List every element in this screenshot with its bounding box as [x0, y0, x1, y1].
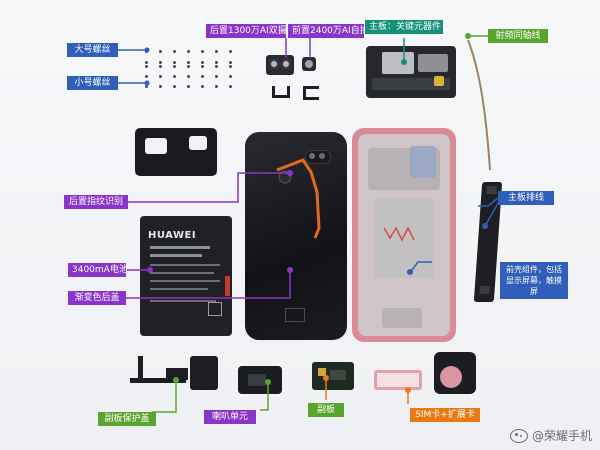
label-frame-module: 前壳组件，包括显示屏幕，触摸屏: [500, 262, 568, 299]
sub-board-cover-small: [190, 356, 218, 390]
label-sub-board: 副板: [308, 403, 344, 417]
vibration-motor-part: [434, 352, 476, 394]
watermark: @荣耀手机: [509, 427, 592, 444]
front-frame-assembly: [352, 128, 456, 342]
main-board: [366, 46, 456, 98]
shield-plate: [135, 128, 217, 176]
label-rear-camera: 后置1300万AI双摄: [206, 24, 287, 38]
big-screws-group: [145, 48, 235, 68]
label-mainboard: 主板：关键元器件: [365, 20, 443, 34]
label-sim-tray: SIM卡+扩展卡: [410, 408, 480, 422]
gradient-back-cover: [245, 132, 347, 340]
label-fingerprint: 后置指纹识别: [64, 195, 128, 209]
label-front-camera: 前置2400万AI自拍: [288, 24, 369, 38]
label-mainboard-flex: 主板排线: [498, 191, 554, 205]
label-battery: 3400mA电池: [68, 263, 128, 277]
front-camera-module: [302, 57, 316, 71]
label-antenna: 射频同轴线: [488, 29, 548, 43]
sim-tray-part: [374, 370, 422, 390]
label-speaker: 喇叭单元: [204, 410, 256, 424]
rear-camera-module: [266, 55, 294, 75]
weibo-icon: [509, 428, 528, 443]
small-screws-group: [145, 63, 235, 91]
camera-bracket-right: [303, 86, 319, 100]
watermark-text: @荣耀手机: [531, 429, 592, 443]
speaker-unit-part: [238, 366, 282, 394]
camera-bracket-left: [272, 86, 290, 98]
label-gradient-back: 渐变色后盖: [68, 291, 126, 305]
label-sub-board-cover: 副板保护盖: [98, 412, 156, 426]
battery-brand-text: HUAWEI: [148, 230, 197, 241]
sub-board-cover-part: [130, 356, 190, 396]
label-small-screws: 小号螺丝: [67, 76, 118, 90]
label-big-screws: 大号螺丝: [67, 43, 118, 57]
battery: HUAWEI: [140, 216, 232, 336]
sub-board-part: [312, 362, 354, 390]
